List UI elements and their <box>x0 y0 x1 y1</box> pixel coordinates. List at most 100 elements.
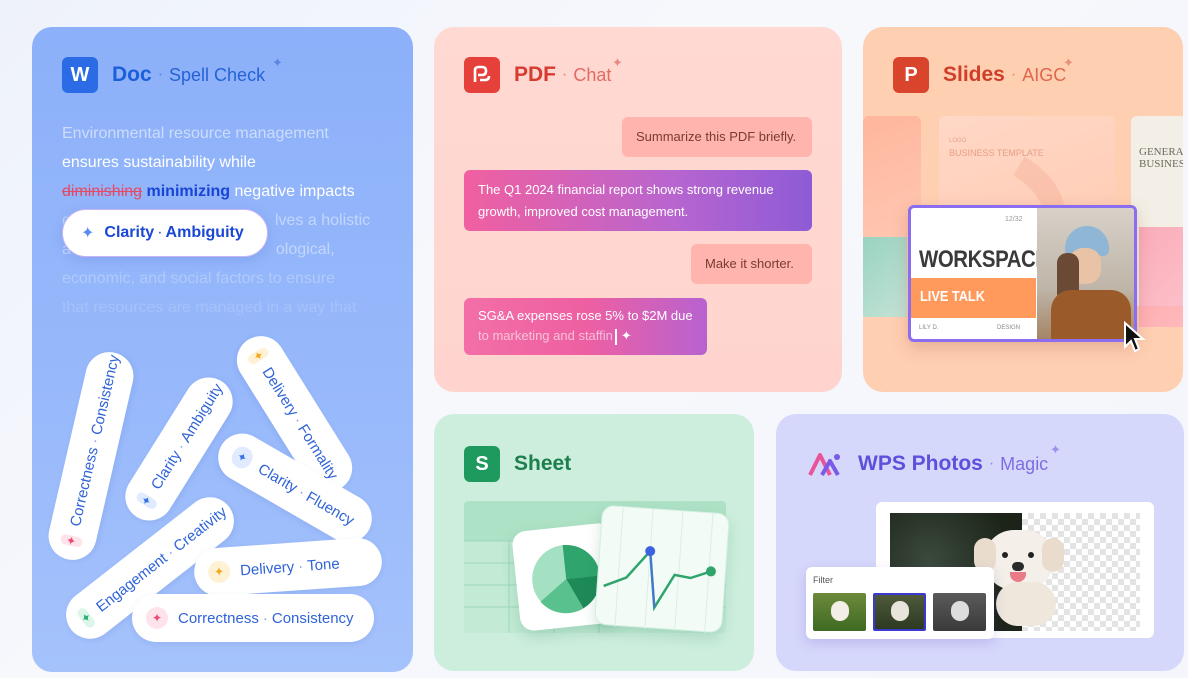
chat-message-user: Make it shorter. <box>691 244 812 284</box>
slide-banner: LIVE TALK <box>911 278 1036 318</box>
suggestion-pill[interactable]: ✦ Correctness·Consistency <box>132 594 374 642</box>
photos-logo-icon <box>806 446 844 482</box>
dog-thumb <box>831 601 849 621</box>
dog-thumb <box>951 601 969 621</box>
pill-dot: · <box>297 557 304 575</box>
slide-footer-right: DESIGN <box>997 325 1021 331</box>
pill-dot: · <box>85 436 104 446</box>
doc-line: Environmental resource management <box>62 125 329 142</box>
active-slide[interactable]: 12/32 WORKSPACE LIVE TALK LILY D. DESIGN <box>908 205 1137 342</box>
filter-thumbnail[interactable] <box>933 593 986 631</box>
stream-line: to marketing and staffin <box>478 328 613 343</box>
photos-title: WPS Photos <box>858 452 983 475</box>
pill-label-b: Consistency <box>87 353 123 437</box>
line-chart-icon <box>603 507 716 634</box>
dog-eye <box>1002 552 1008 558</box>
pdf-header: PDF · Chat <box>464 57 611 93</box>
pill-label-b: Consistency <box>271 609 354 627</box>
pill-label-a: Delivery <box>239 558 295 579</box>
dog-body <box>996 582 1056 626</box>
filter-thumbnail-selected[interactable] <box>873 593 926 631</box>
sparkle-icon: ✦ <box>146 607 168 629</box>
suggested-word[interactable]: minimizing <box>146 183 231 200</box>
filter-label: Filter <box>813 575 833 585</box>
dog-ear <box>1042 538 1064 572</box>
doc-line: ensures sustainability while <box>62 154 256 171</box>
pdf-card[interactable]: PDF · Chat ✦ Summarize this PDF briefly.… <box>434 27 842 392</box>
suggestion-pill[interactable]: ✦ Correctness·Consistency <box>43 347 139 565</box>
struck-word: diminishing <box>62 183 143 200</box>
dog-thumb <box>891 601 909 621</box>
slide-thumbnail <box>863 237 907 317</box>
dog-tongue <box>1010 572 1026 582</box>
text-caret <box>614 328 617 345</box>
slide-footer-left: LILY D. <box>919 325 939 331</box>
thumb-title: GENERAL BUSINESS <box>1139 146 1183 170</box>
sparkle-icon: ✦ <box>59 533 84 549</box>
doc-line: economic, and social factors to ensure <box>62 270 336 287</box>
pill-label-a: Clarity <box>255 460 301 497</box>
pill-dot: · <box>262 609 268 627</box>
photos-header: WPS Photos · Magic <box>806 446 1048 482</box>
sparkle-icon: ✦ <box>228 442 257 473</box>
slides-card[interactable]: P Slides · AIGC ✦ LOGO BUSINESS TEMPLATE… <box>863 27 1183 392</box>
sheet-title: Sheet <box>514 452 572 475</box>
sparkle-icon: ✦ <box>134 490 159 511</box>
stream-line: SG&A expenses rose 5% to $2M due <box>478 308 693 323</box>
pill-label-b: Ambiguity <box>176 380 227 446</box>
suggestion-pill[interactable]: ✦ Delivery·Tone <box>192 536 384 598</box>
sparkle-icon: ✦ <box>620 328 632 343</box>
pdf-glyph-icon <box>473 65 491 82</box>
sparkle-icon: ✦ <box>207 560 231 584</box>
sparkle-icon: ✦ <box>1063 55 1074 70</box>
doc-header: W Doc · Spell Check <box>62 57 265 93</box>
header-dot: · <box>1010 66 1017 83</box>
pill-label-a: Correctness <box>66 445 102 529</box>
tooltip-dot: · <box>157 224 163 241</box>
doc-title: Doc <box>112 63 152 86</box>
sheet-header: S Sheet <box>464 446 571 482</box>
dog-ear <box>974 538 996 572</box>
sparkle-icon: ✦ <box>612 55 623 70</box>
chat-message-ai: The Q1 2024 financial report shows stron… <box>464 170 812 231</box>
jacket-shape <box>1051 290 1131 339</box>
sparkle-icon: ✦ <box>1050 442 1061 457</box>
tooltip-label-a: Clarity <box>104 224 155 241</box>
doc-subtitle: Spell Check <box>169 64 266 85</box>
photos-subtitle: Magic <box>1000 453 1049 474</box>
slide-thumbnail <box>1139 227 1183 327</box>
thumb-title: BUSINESS TEMPLATE <box>949 148 1044 158</box>
pill-label-a: Correctness <box>178 609 259 627</box>
sheet-card[interactable]: S Sheet <box>434 414 754 671</box>
pie-chart-tile <box>511 522 621 632</box>
pill-label-b: Fluency <box>303 487 358 529</box>
pill-label-a: Delivery <box>258 364 303 420</box>
header-dot: · <box>988 455 995 472</box>
suggestion-tooltip[interactable]: ✦ Clarity · Ambiguity <box>62 209 268 257</box>
line-chart-tile <box>593 504 731 634</box>
sheet-logo-icon: S <box>464 446 500 482</box>
doc-card[interactable]: W Doc · Spell Check ✦ Environmental reso… <box>32 27 413 672</box>
thumb-label: LOGO <box>949 138 967 144</box>
slide-title: WORKSPACE <box>919 246 1049 273</box>
dog-eye <box>1028 552 1034 558</box>
slides-subtitle: AIGC <box>1022 64 1067 85</box>
slide-banner-text: LIVE TALK <box>920 288 985 305</box>
pdf-logo-icon <box>464 57 500 93</box>
chat-message-ai-streaming: SG&A expenses rose 5% to $2M due to mark… <box>464 298 707 355</box>
mouse-cursor-icon <box>1124 321 1146 353</box>
photos-card[interactable]: WPS Photos · Magic ✦ Filter <box>776 414 1184 671</box>
pdf-title: PDF <box>514 63 556 86</box>
header-dot: · <box>562 66 568 83</box>
dog-shape <box>974 524 1070 628</box>
slide-photo <box>1037 208 1134 339</box>
filter-panel[interactable]: Filter <box>806 567 994 639</box>
doc-line: that resources are managed in a way that <box>62 299 357 316</box>
slide-page-number: 12/32 <box>1005 216 1023 223</box>
filter-thumbnail[interactable] <box>813 593 866 631</box>
pdf-subtitle: Chat <box>573 64 612 85</box>
pill-label-b: Tone <box>306 554 341 575</box>
tooltip-label-b: Ambiguity <box>165 224 244 241</box>
sparkle-icon: ✦ <box>75 606 97 630</box>
